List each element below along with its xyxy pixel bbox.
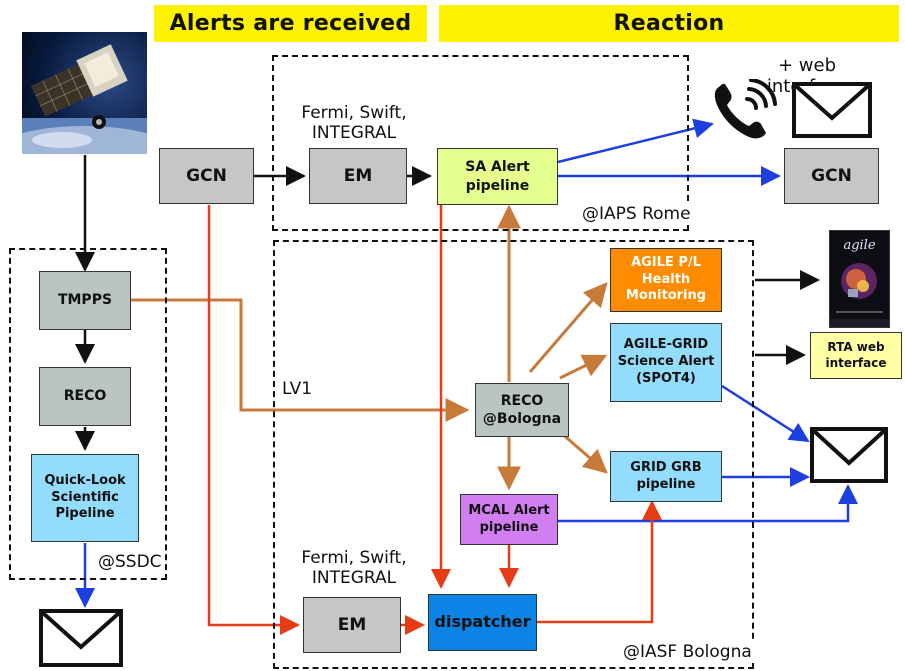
- zone-label-iaps: @IAPS Rome: [580, 204, 693, 224]
- edge-dispatcher-grb: [537, 500, 662, 624]
- node-sa-alert-pipeline: SA Alert pipeline: [437, 148, 558, 205]
- node-agile-health-monitoring: AGILE P/L Health Monitoring: [610, 248, 722, 312]
- zone-iasf: [273, 240, 754, 669]
- node-gcn-input: GCN: [159, 148, 254, 204]
- edge-gcn-em-bottom: [207, 205, 300, 635]
- svg-text:agile: agile: [843, 238, 875, 253]
- satellite-image: [22, 32, 147, 154]
- envelope-icon: [792, 82, 872, 138]
- edge-mcal-email: [558, 484, 858, 523]
- node-em-bottom: EM: [303, 597, 401, 653]
- zone-label-iasf: @IASF Bologna: [621, 642, 754, 662]
- node-reco-bologna: RECO @Bologna: [475, 383, 569, 437]
- external-missions-label-bottom: Fermi, Swift, INTEGRAL: [301, 548, 407, 588]
- edge-reco-health: [528, 282, 608, 373]
- header-alerts-received: Alerts are received: [154, 5, 427, 42]
- external-missions-label-top: Fermi, Swift, INTEGRAL: [301, 103, 407, 143]
- header-reaction: Reaction: [439, 5, 899, 42]
- edge-tmpps-reco-lv1: [131, 298, 470, 422]
- zone-label-ssdc: @SSDC: [96, 552, 164, 572]
- envelope-icon: [810, 427, 888, 483]
- node-reco-ssdc: RECO: [39, 367, 131, 426]
- node-grid-grb-pipeline: GRID GRB pipeline: [610, 451, 722, 502]
- envelope-icon: [39, 609, 123, 667]
- agile-app-screenshot: agile: [829, 230, 890, 328]
- edge-sa-phone: [557, 118, 714, 164]
- edge-reco-grb: [559, 430, 608, 474]
- edge-reco-grid: [559, 354, 608, 380]
- zone-ssdc: [9, 248, 167, 580]
- node-quicklook-pipeline: Quick-Look Scientific Pipeline: [31, 454, 139, 542]
- node-mcal-alert-pipeline: MCAL Alert pipeline: [460, 494, 558, 545]
- node-agile-grid-science-alert: AGILE-GRID Science Alert (SPOT4): [610, 323, 722, 402]
- lv1-label: LV1: [282, 379, 313, 399]
- node-dispatcher: dispatcher: [428, 594, 537, 651]
- edge-grid-email: [721, 384, 810, 443]
- node-tmpps: TMPPS: [39, 271, 131, 330]
- node-em-top: EM: [309, 148, 407, 204]
- zone-iaps: [272, 55, 689, 231]
- node-gcn-output: GCN: [784, 148, 879, 204]
- node-rta-web-interface: RTA web interface: [810, 332, 902, 379]
- phone-icon: [711, 78, 787, 141]
